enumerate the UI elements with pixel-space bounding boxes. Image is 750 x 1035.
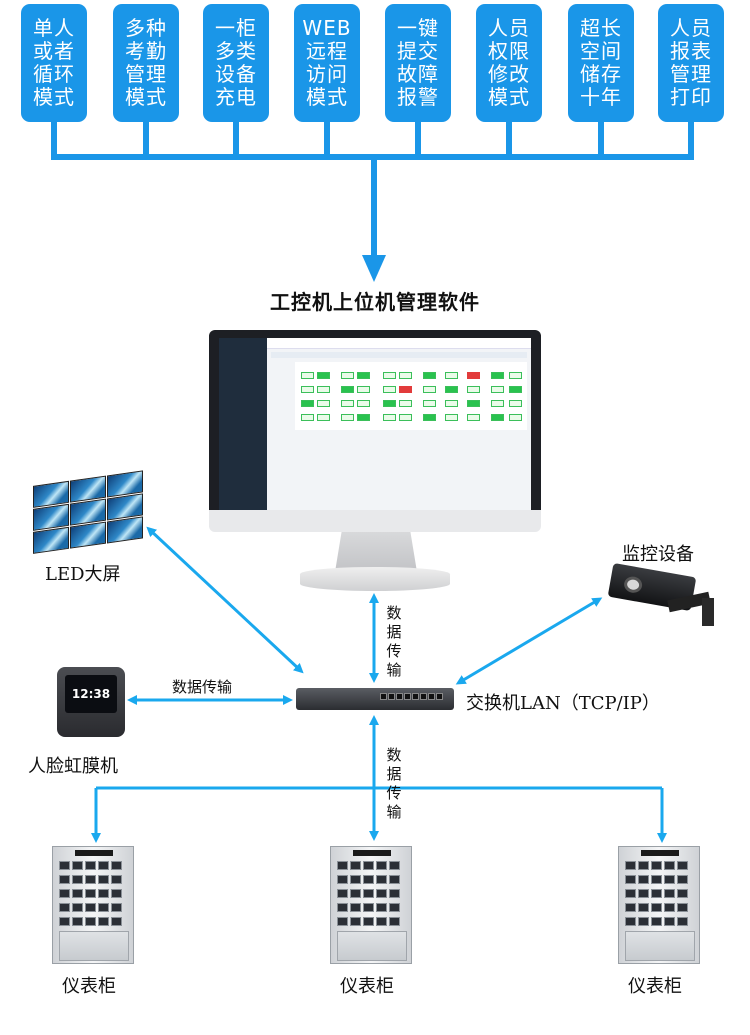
face-iris-machine-illustration: 12:38 xyxy=(57,667,125,737)
feature-long-storage: 超长 空间 储存 十年 xyxy=(568,4,634,122)
software-title: 工控机上位机管理软件 xyxy=(270,290,480,314)
monitor-stand-base xyxy=(300,567,450,591)
feature-multi-device-charging: 一柜 多类 设备 充电 xyxy=(203,4,269,122)
camera-label: 监控设备 xyxy=(622,544,694,565)
monitor-stand-neck xyxy=(335,532,417,572)
instrument-cabinet-2 xyxy=(330,846,412,964)
network-switch-illustration xyxy=(296,688,454,710)
feature-fault-alarm: 一键 提交 故障 报警 xyxy=(385,4,451,122)
switch-label: 交换机LAN（TCP/IP） xyxy=(466,693,660,714)
data-transfer-label-lower: 数据传输 xyxy=(386,746,402,821)
instrument-cabinet-3 xyxy=(618,846,700,964)
monitor-chin xyxy=(209,510,541,532)
feature-web-remote-access: WEB 远程 访问 模式 xyxy=(294,4,360,122)
cabinet-label-3: 仪表柜 xyxy=(628,976,682,997)
feature-attendance-modes: 多种 考勤 管理 模式 xyxy=(113,4,179,122)
cabinet-label-1: 仪表柜 xyxy=(62,976,116,997)
instrument-cabinet-1 xyxy=(52,846,134,964)
data-transfer-label-horizontal: 数据传输 xyxy=(172,678,233,696)
feature-report-print: 人员 报表 管理 打印 xyxy=(658,4,724,122)
face-machine-clock: 12:38 xyxy=(65,675,117,713)
data-transfer-label-upper: 数据传输 xyxy=(386,604,402,679)
software-screenshot xyxy=(219,338,531,518)
camera-mount xyxy=(702,598,714,626)
face-iris-machine-label: 人脸虹膜机 xyxy=(28,756,118,777)
cabinet-label-2: 仪表柜 xyxy=(340,976,394,997)
monitor-illustration xyxy=(209,330,541,530)
feature-permission-modify: 人员 权限 修改 模式 xyxy=(476,4,542,122)
feature-single-or-cycle-mode: 单人 或者 循环 模式 xyxy=(21,4,87,122)
led-screen-label: LED大屏 xyxy=(45,564,121,585)
